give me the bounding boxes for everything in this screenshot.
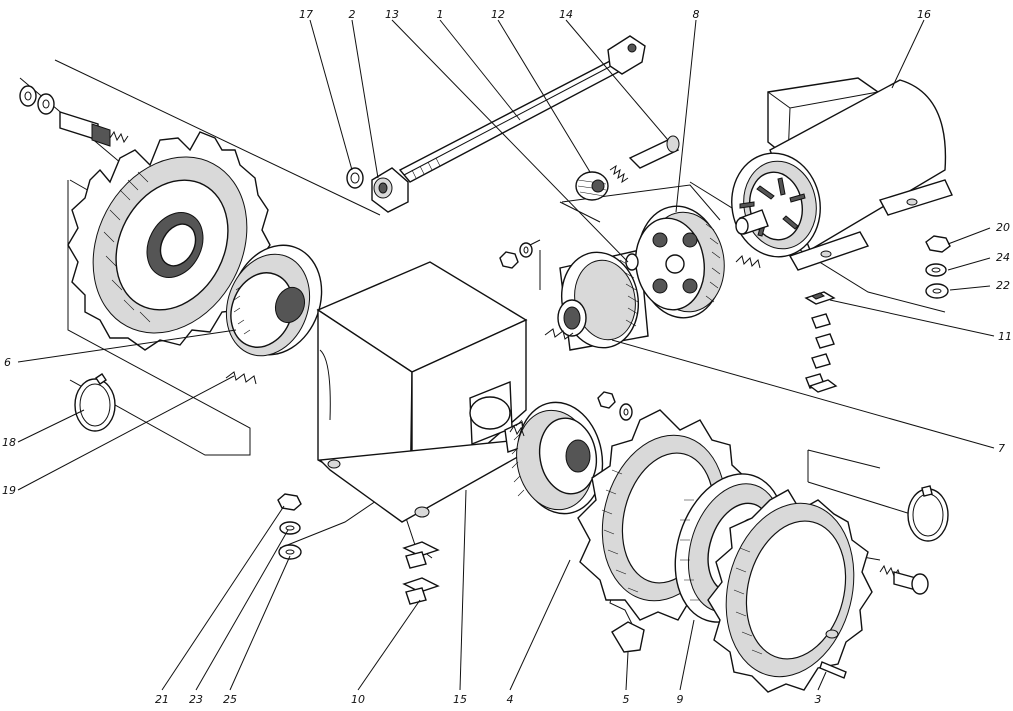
nut-near-gear [499,242,639,271]
callout-1: 1 [437,8,444,21]
gear-sleeve [544,249,649,351]
nut-washer-small [597,391,633,421]
shims-10 [402,541,440,605]
callout-12: 12 [491,8,505,21]
callout-11: 11 [998,330,1012,343]
callout-7: 7 [998,442,1005,455]
callout-3: 3 [815,693,822,706]
rod-end-block [371,167,409,213]
callout-2: 2 [349,8,356,21]
callout-9: 9 [677,693,684,706]
callout-23: 23 [189,693,203,706]
callout-10: 10 [351,693,365,706]
leader-lines [17,19,995,691]
spring-near-motor [735,255,761,269]
callout-8: 8 [693,8,700,21]
sprocket-3 [707,489,873,693]
circlip-18 [74,373,116,432]
callout-13: 13 [385,8,399,21]
callout-labels: 17 2 13 1 12 14 8 16 20 24 22 11 6 18 19… [2,8,1012,706]
callout-18: 18 [2,436,16,449]
callout-25: 25 [223,693,237,706]
clip-5 [611,621,645,653]
callout-4: 4 [507,693,514,706]
shim-stack-11 [804,291,838,393]
ring-17-inner [350,172,360,184]
spring-19 [225,371,257,385]
right-bolt [879,564,929,595]
callout-20: 20 [996,221,1010,234]
electric-motor [731,77,953,271]
connecting-rod [398,35,646,183]
callout-22: 22 [996,279,1010,292]
callout-24: 24 [996,251,1010,264]
callout-15: 15 [453,693,467,706]
left-bolt-and-washers [19,85,129,147]
nut-washers-21-23-25 [277,493,302,560]
pin-3 [819,661,847,679]
callout-6: 6 [4,356,11,369]
callout-5: 5 [623,693,630,706]
circlip-right [907,485,949,542]
pin-with-spring [609,135,680,184]
threaded-nut [575,171,609,201]
gear-wheel-8 [635,205,725,319]
ring-17 [346,167,364,189]
pinion-gear [504,401,604,515]
gear-housing [316,261,532,523]
callout-21: 21 [155,693,169,706]
callout-19: 19 [2,484,16,497]
cam-disc-6 [225,244,323,357]
callout-17: 17 [299,8,313,21]
left-sprocket [67,131,271,351]
nut-washers-right [925,235,951,299]
callout-14: 14 [559,8,573,21]
callout-16: 16 [917,8,931,21]
